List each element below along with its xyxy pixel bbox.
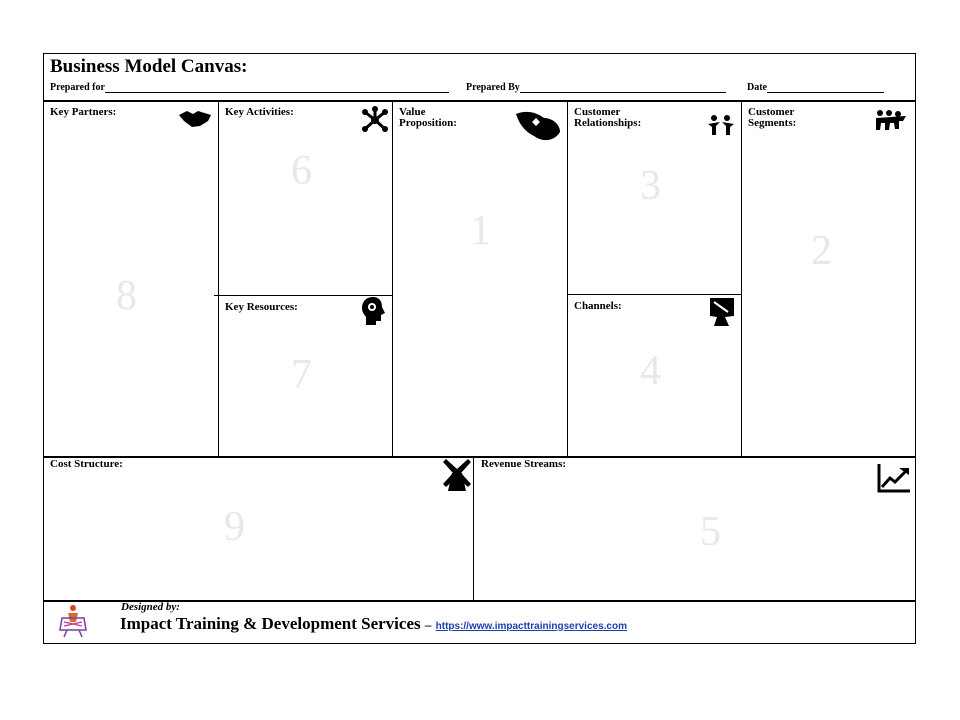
canvas-title: Business Model Canvas: xyxy=(50,56,248,77)
revenue-streams-label: Revenue Streams: xyxy=(481,458,567,470)
value-proposition-label: Value Proposition: xyxy=(399,106,457,129)
customer-relationships-number: 3 xyxy=(640,163,661,209)
growth-chart-icon xyxy=(877,463,911,498)
channels-block[interactable]: Channels: 4 xyxy=(567,295,741,456)
channels-label: Channels: xyxy=(574,300,622,312)
key-partners-label: Key Partners: xyxy=(50,106,117,118)
key-activities-label: Key Activities: xyxy=(225,106,294,118)
windmill-icon xyxy=(442,458,472,497)
key-activities-number: 6 xyxy=(291,148,312,194)
people-icon xyxy=(707,114,735,141)
key-activities-block[interactable]: Key Activities: 6 xyxy=(218,102,392,295)
value-proposition-number: 1 xyxy=(470,208,491,254)
customer-segments-number: 2 xyxy=(811,228,832,274)
website-link[interactable]: https://www.impacttrainingservices.com xyxy=(435,621,627,632)
cost-structure-number: 9 xyxy=(224,504,245,550)
network-icon xyxy=(361,106,389,139)
designed-by-label: Designed by: xyxy=(121,601,180,613)
cost-structure-label: Cost Structure: xyxy=(50,458,123,470)
customer-segments-label: Customer Segments: xyxy=(748,106,797,129)
date-field[interactable]: Date xyxy=(747,81,884,93)
group-icon xyxy=(875,109,907,136)
key-resources-block[interactable]: Key Resources: 7 xyxy=(218,296,392,456)
key-resources-number: 7 xyxy=(291,352,312,398)
cost-structure-block[interactable]: Cost Structure: 9 xyxy=(44,458,473,600)
canvas-header: Business Model Canvas: Prepared for Prep… xyxy=(44,54,915,102)
key-resources-label: Key Resources: xyxy=(225,301,298,313)
key-partners-block[interactable]: Key Partners: 8 xyxy=(44,102,218,456)
channels-number: 4 xyxy=(640,348,661,394)
handshake-icon xyxy=(178,108,212,133)
business-model-canvas: Business Model Canvas: Prepared for Prep… xyxy=(43,53,916,644)
satellite-dish-icon xyxy=(709,297,735,332)
gift-fish-icon xyxy=(514,108,562,151)
prepared-for-field[interactable]: Prepared for xyxy=(50,81,449,93)
footer-credit: Impact Training & Development Services –… xyxy=(120,614,627,634)
head-gear-icon xyxy=(360,296,386,331)
key-partners-number: 8 xyxy=(116,273,137,319)
footer-dash: – xyxy=(424,617,432,632)
prepared-by-field[interactable]: Prepared By xyxy=(466,81,726,93)
revenue-streams-number: 5 xyxy=(700,509,721,555)
value-proposition-block[interactable]: Value Proposition: 1 xyxy=(392,102,567,456)
revenue-streams-block[interactable]: Revenue Streams: 5 xyxy=(474,458,917,600)
customer-segments-block[interactable]: Customer Segments: 2 xyxy=(741,102,917,456)
company-logo-icon xyxy=(58,604,88,643)
customer-relationships-label: Customer Relationships: xyxy=(574,106,642,129)
customer-relationships-block[interactable]: Customer Relationships: 3 xyxy=(567,102,741,294)
organization-name: Impact Training & Development Services xyxy=(120,614,421,633)
